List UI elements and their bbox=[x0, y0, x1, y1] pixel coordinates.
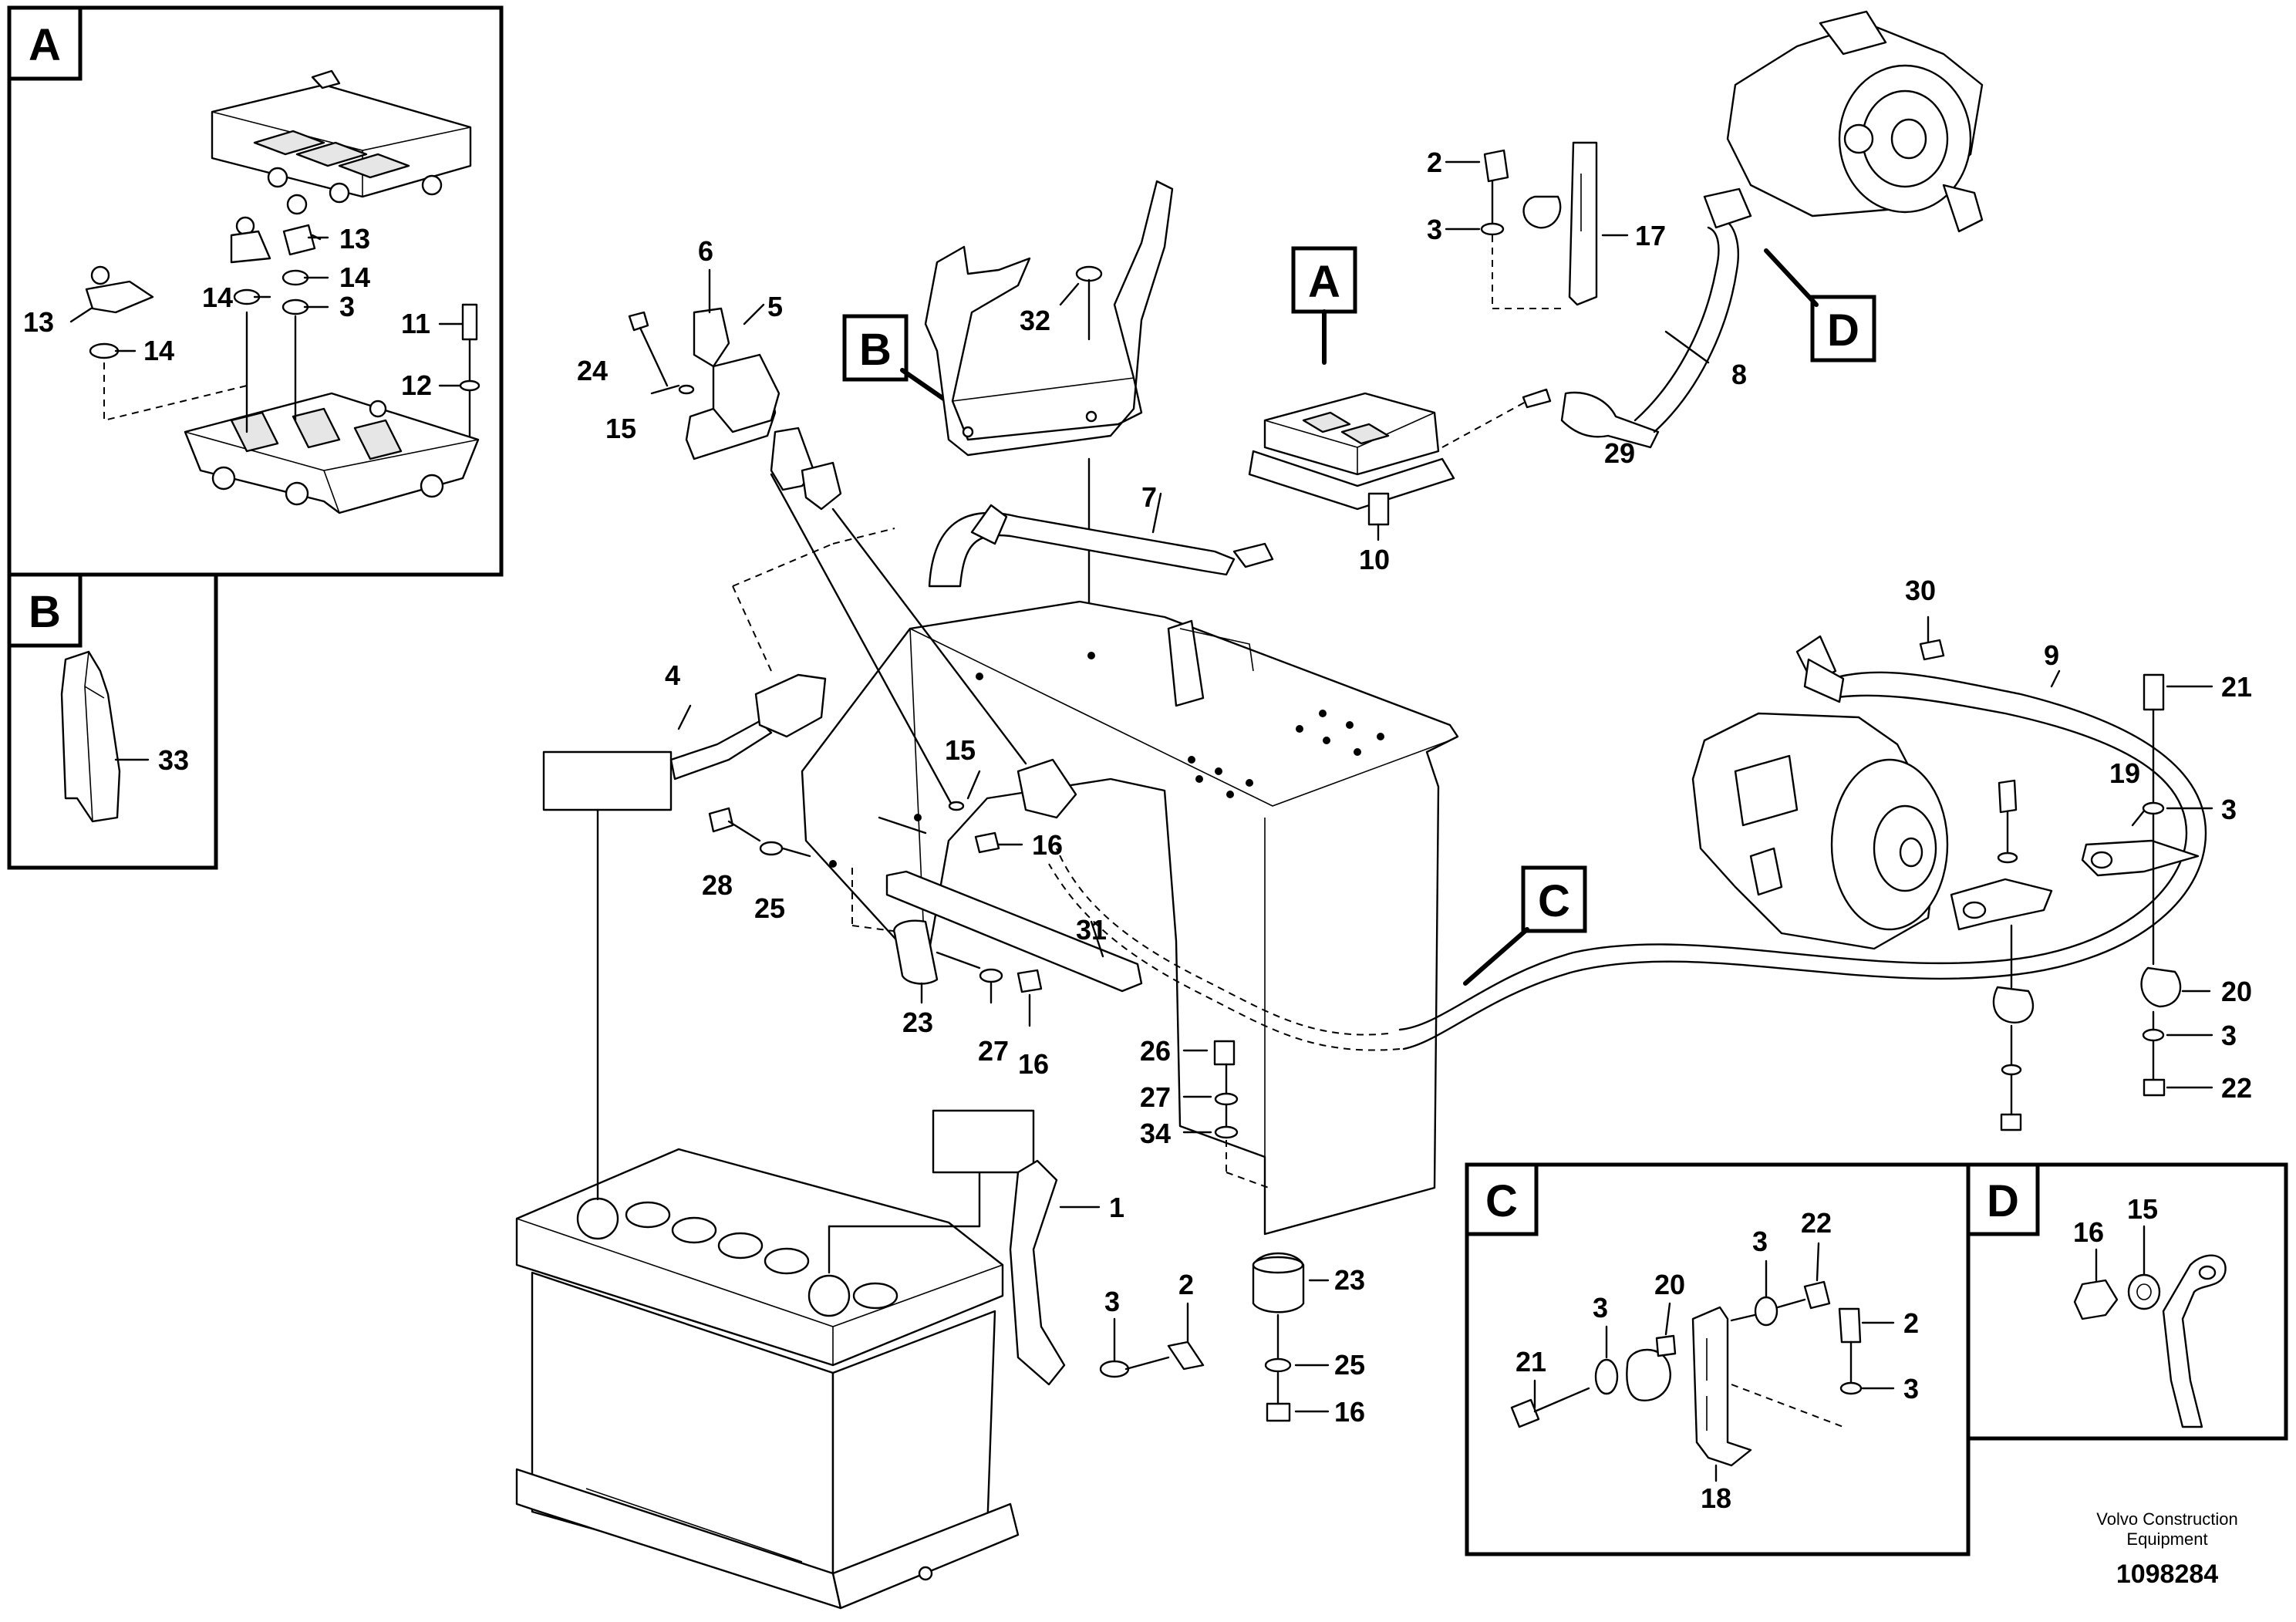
starter-motor bbox=[1691, 712, 1949, 950]
label-20-inset-c: 20 bbox=[1654, 1269, 1685, 1300]
inset-b-letter: B bbox=[29, 587, 61, 637]
label-22-inset-c: 22 bbox=[1801, 1207, 1832, 1239]
label-3-battery: 3 bbox=[1104, 1286, 1120, 1317]
label-33: 33 bbox=[158, 744, 189, 776]
main-drawing bbox=[515, 10, 2213, 1610]
inset-c-letter: C bbox=[1485, 1176, 1518, 1226]
label-2-battery: 2 bbox=[1178, 1269, 1194, 1300]
inset-frame-d: D bbox=[1966, 1162, 2288, 1441]
label-9: 9 bbox=[2044, 639, 2059, 671]
label-6: 6 bbox=[698, 235, 713, 267]
label-17: 17 bbox=[1635, 220, 1666, 251]
label-10: 10 bbox=[1359, 544, 1390, 575]
label-4: 4 bbox=[665, 659, 680, 691]
label-23-left: 23 bbox=[902, 1007, 933, 1038]
label-25-left: 25 bbox=[754, 892, 785, 924]
label-32: 32 bbox=[1020, 305, 1050, 336]
label-28: 28 bbox=[702, 869, 733, 901]
label-16-mid: 16 bbox=[1032, 829, 1063, 861]
label-2-top: 2 bbox=[1427, 147, 1442, 178]
label-14-inset-a-right: 14 bbox=[339, 261, 370, 293]
label-15-top: 15 bbox=[605, 413, 636, 444]
label-3-inset-c-right: 3 bbox=[1903, 1373, 1919, 1404]
callout-d: D bbox=[1764, 248, 1876, 363]
label-16-left: 16 bbox=[1018, 1048, 1049, 1080]
callout-c: C bbox=[1463, 865, 1587, 986]
svg-text:A: A bbox=[1308, 257, 1340, 307]
label-7: 7 bbox=[1141, 481, 1157, 513]
label-14-inset-a-left: 14 bbox=[143, 335, 174, 366]
label-27-mid: 27 bbox=[1140, 1081, 1171, 1113]
label-16-bottom: 16 bbox=[1334, 1396, 1365, 1428]
label-19: 19 bbox=[2109, 757, 2140, 789]
company-line-2: Equipment bbox=[2126, 1529, 2207, 1549]
label-34: 34 bbox=[1140, 1118, 1171, 1149]
svg-text:B: B bbox=[859, 325, 892, 375]
label-3-inset-c-left: 3 bbox=[1593, 1292, 1608, 1324]
inset-a-drawing bbox=[69, 69, 480, 514]
label-21-right: 21 bbox=[2221, 671, 2252, 703]
label-8: 8 bbox=[1731, 359, 1747, 390]
label-27-left: 27 bbox=[978, 1035, 1009, 1067]
label-18: 18 bbox=[1701, 1482, 1731, 1514]
label-16-inset-d: 16 bbox=[2073, 1216, 2104, 1248]
inset-b-drawing bbox=[60, 650, 150, 823]
label-11: 11 bbox=[401, 308, 430, 339]
label-22-right: 22 bbox=[2221, 1072, 2252, 1104]
callout-a: A bbox=[1291, 246, 1357, 365]
label-13-inset-a-right: 13 bbox=[339, 223, 370, 255]
label-15-mid: 15 bbox=[945, 734, 976, 766]
label-29: 29 bbox=[1604, 437, 1635, 469]
label-1: 1 bbox=[1109, 1192, 1124, 1223]
svg-text:C: C bbox=[1538, 876, 1570, 926]
callout-b: B bbox=[842, 314, 955, 407]
label-14-inset-a-mid: 14 bbox=[202, 282, 233, 313]
label-3-top: 3 bbox=[1427, 214, 1442, 245]
label-20-right: 20 bbox=[2221, 976, 2252, 1007]
drawing-number: 1098284 bbox=[2116, 1560, 2218, 1589]
label-12: 12 bbox=[401, 369, 432, 401]
label-3-right-upper: 3 bbox=[2221, 794, 2237, 825]
label-31: 31 bbox=[1076, 914, 1107, 946]
inset-d-drawing bbox=[2073, 1225, 2227, 1428]
label-3-inset-c-top: 3 bbox=[1752, 1226, 1768, 1257]
inset-c-drawing bbox=[1510, 1242, 1895, 1482]
label-21-inset-c: 21 bbox=[1515, 1346, 1546, 1378]
battery bbox=[515, 1148, 1020, 1610]
svg-text:D: D bbox=[1827, 305, 1859, 356]
label-23-bottom: 23 bbox=[1334, 1264, 1365, 1296]
alternator bbox=[1726, 10, 1984, 233]
inset-d-letter: D bbox=[1987, 1176, 2019, 1226]
label-13-inset-a-left: 13 bbox=[23, 306, 54, 338]
label-3-right-lower: 3 bbox=[2221, 1020, 2237, 1051]
label-25-bottom: 25 bbox=[1334, 1349, 1365, 1381]
label-30: 30 bbox=[1905, 575, 1936, 606]
inset-a-letter: A bbox=[29, 20, 61, 70]
label-26: 26 bbox=[1140, 1035, 1171, 1067]
label-3-inset-a: 3 bbox=[339, 291, 355, 322]
company-line-1: Volvo Construction bbox=[2096, 1509, 2237, 1529]
label-24: 24 bbox=[577, 355, 608, 386]
label-15-inset-d: 15 bbox=[2127, 1193, 2158, 1225]
label-5: 5 bbox=[767, 291, 783, 322]
label-2-inset-c: 2 bbox=[1903, 1307, 1919, 1339]
